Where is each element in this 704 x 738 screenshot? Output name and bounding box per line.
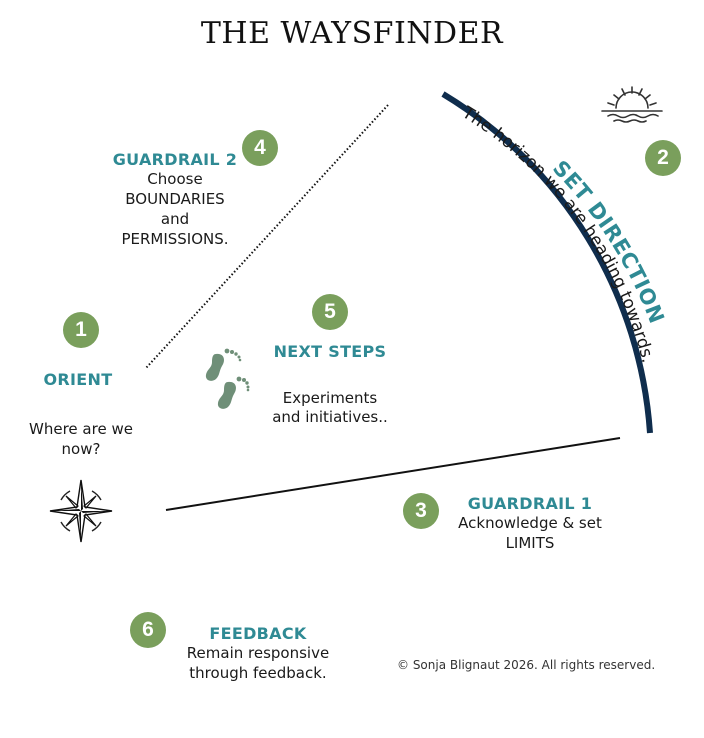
step-1-badge: 1 xyxy=(63,312,99,348)
guardrail-1-line xyxy=(165,437,621,511)
diagram-title: THE WAYSFINDER xyxy=(200,16,504,51)
next-steps-line-2: and initiatives.. xyxy=(272,408,388,426)
next-steps-line-1: Experiments xyxy=(282,389,378,407)
horizon-arc xyxy=(441,91,653,434)
guardrail-1-line-2: LIMITS xyxy=(505,534,555,552)
feedback-heading: FEEDBACK xyxy=(209,624,307,643)
guardrail-2-line-4: PERMISSIONS. xyxy=(121,230,229,248)
feedback-block: FEEDBACK Remain responsive through feedb… xyxy=(165,624,351,683)
guardrail-2-heading: GUARDRAIL 2 xyxy=(112,150,238,169)
compass-rose-icon xyxy=(49,479,113,543)
guardrail-2-line-2: BOUNDARIES xyxy=(125,190,225,208)
step-3-badge: 3 xyxy=(403,493,439,529)
orient-body: Where are we now? xyxy=(8,419,154,459)
orient-heading: ORIENT xyxy=(43,370,113,389)
set-direction-heading: SET DIRECTION xyxy=(548,156,669,327)
guardrail-1-heading: GUARDRAIL 1 xyxy=(467,494,593,513)
step-4-badge: 4 xyxy=(242,130,278,166)
copyright-notice: © Sonja Blignaut 2026. All rights reserv… xyxy=(397,658,656,672)
guardrail-2-block: GUARDRAIL 2 Choose BOUNDARIES and PERMIS… xyxy=(80,150,270,249)
feedback-line-1: Remain responsive xyxy=(186,644,330,662)
step-2-badge: 2 xyxy=(645,140,681,176)
sunrise-horizon-icon xyxy=(601,86,663,123)
guardrail-1-line-1: Acknowledge & set xyxy=(458,514,602,532)
guardrail-1-block: GUARDRAIL 1 Acknowledge & set LIMITS xyxy=(440,494,620,553)
next-steps-body: Experiments and initiatives.. xyxy=(250,388,410,426)
feedback-line-2: through feedback. xyxy=(189,664,327,682)
guardrail-2-dotted-line xyxy=(145,104,389,369)
orient-line-1: Where are we xyxy=(29,420,133,438)
step-6-badge: 6 xyxy=(130,612,166,648)
next-steps-heading: NEXT STEPS xyxy=(273,342,387,361)
orient-line-2: now? xyxy=(61,440,101,458)
set-direction-body: The horizon we are heading towards. xyxy=(458,102,658,365)
footprints-icon xyxy=(205,348,250,409)
guardrail-2-line-1: Choose xyxy=(147,170,203,188)
step-5-badge: 5 xyxy=(312,294,348,330)
guardrail-2-line-3: and xyxy=(160,210,190,228)
